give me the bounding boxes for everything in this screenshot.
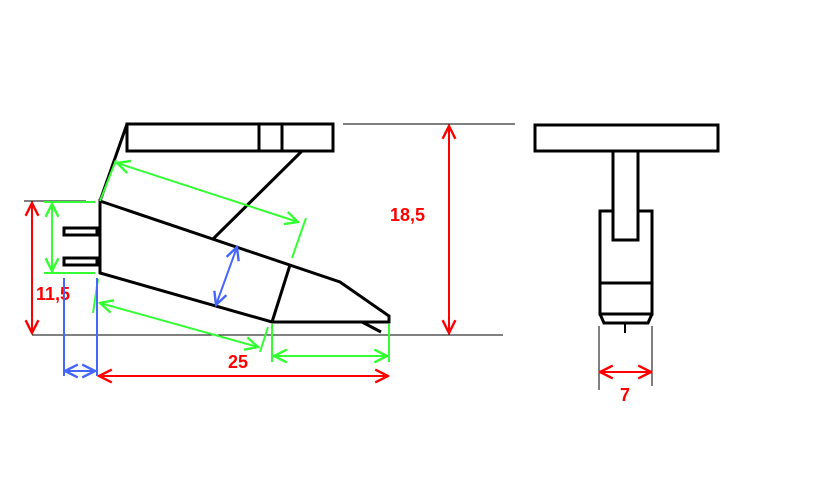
length-label: 25 [228, 352, 248, 372]
blue-dimensions [63, 247, 237, 376]
cartridge-body [98, 198, 391, 324]
front-view: 7 [533, 123, 720, 405]
top-slope-arrow [117, 163, 298, 222]
bottom-slope-arrow [100, 303, 258, 347]
pin [62, 256, 99, 267]
body-thickness-arrow [216, 247, 237, 305]
width-label: 7 [620, 385, 630, 405]
body-divider [270, 264, 292, 323]
green-dimensions [44, 159, 390, 362]
total-height-label: 18,5 [390, 205, 425, 225]
headshell-plate [533, 123, 720, 153]
pin [62, 226, 99, 237]
stylus-cantilever [361, 320, 382, 334]
stylus-housing [598, 313, 654, 325]
side-view [62, 122, 391, 334]
body-height-label: 11,5 [36, 284, 70, 304]
mount-stem [611, 149, 640, 242]
headshell-plate [125, 122, 335, 153]
support-strut [211, 149, 304, 241]
